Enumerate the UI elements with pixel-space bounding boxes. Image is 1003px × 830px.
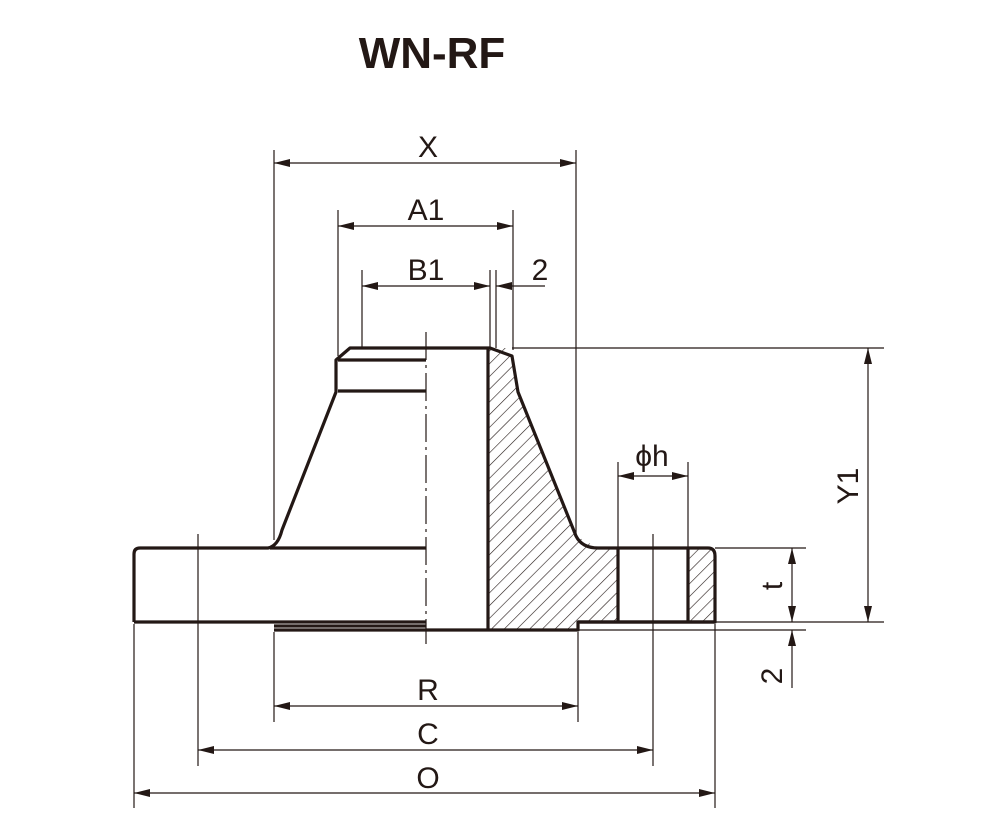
dimension-o: [134, 789, 715, 797]
dimension-c: [198, 746, 653, 754]
label-bevel: 2: [532, 254, 549, 287]
section-hatching: [488, 348, 715, 630]
label-o: O: [416, 762, 439, 795]
label-t: t: [756, 581, 789, 590]
dimension-y1: [864, 348, 872, 622]
dimension-r: [274, 702, 578, 710]
dimension-h: [618, 472, 688, 480]
dimension-x: [274, 159, 576, 167]
dimension-a1: [338, 222, 513, 230]
label-a1: A1: [408, 194, 445, 227]
label-c: C: [417, 718, 439, 751]
drawing-title: WN-RF: [359, 29, 506, 78]
dimension-t: [788, 548, 796, 622]
label-h: ϕh: [635, 440, 669, 473]
label-x: X: [418, 131, 438, 164]
label-b1: B1: [408, 254, 445, 287]
label-raised-face: 2: [756, 668, 789, 685]
extension-lines: [133, 150, 884, 808]
dimension-raised-face: [788, 630, 796, 688]
label-r: R: [417, 674, 439, 707]
dimension-bevel: [496, 282, 545, 290]
label-y1: Y1: [832, 468, 865, 505]
flange-outline: [132, 346, 717, 632]
dimension-b1: [362, 282, 490, 290]
